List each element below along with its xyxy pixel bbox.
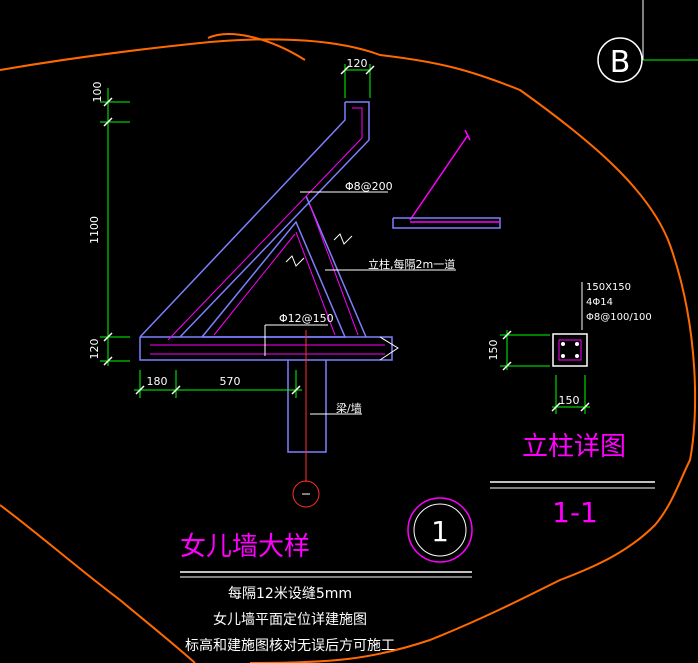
- note-line-1: 每隔12米设缝5mm: [228, 586, 352, 602]
- dim-top-width: 120: [347, 57, 368, 70]
- parapet-outline: [139, 101, 393, 453]
- revision-cloud-lower: [0, 504, 196, 663]
- detail-number: 1: [431, 515, 449, 548]
- post-note-label: 立柱,每隔2m一道: [368, 257, 455, 271]
- detail-number-circle-inner: [413, 503, 467, 557]
- note-line-2: 女儿墙平面定位详建施图: [213, 611, 367, 628]
- column-section: [552, 333, 588, 367]
- dimension-ticks: [103, 65, 590, 412]
- slab-break-mark: [379, 336, 399, 361]
- dim-column-width: 150: [559, 394, 580, 407]
- column-stirrup-label: Φ8@100/100: [586, 312, 652, 323]
- rebar-top-label: Φ8@200: [345, 180, 393, 193]
- break-marks: [285, 233, 353, 267]
- rebar-slab-label: Φ12@150: [279, 312, 334, 325]
- beam-wall-label: 梁/墙: [336, 401, 362, 415]
- dim-left-top: 100: [91, 82, 104, 103]
- grid-bubble-circle: [597, 37, 643, 83]
- section-label: 1-1: [552, 496, 598, 529]
- note-line-3: 标高和建施图核对无误后方可施工: [185, 637, 395, 654]
- revision-cloud: [0, 38, 697, 663]
- grid-bubble-label: B: [610, 45, 631, 80]
- column-detail-title: 立柱详图: [522, 432, 626, 462]
- column-size-label: 150X150: [586, 282, 631, 293]
- leader-lines: [264, 191, 583, 415]
- dim-left-bottom: 120: [88, 339, 101, 360]
- revision-cloud-hook: [207, 33, 306, 61]
- column-centerline-bubble: [292, 480, 320, 508]
- dim-bottom-left: 180: [147, 375, 168, 388]
- dim-left-height: 1100: [88, 216, 101, 244]
- dim-bottom-mid: 570: [220, 375, 241, 388]
- small-detail: [392, 129, 501, 229]
- detail-number-circle: [407, 497, 473, 563]
- rebar-lines: [150, 107, 385, 355]
- parapet-detail-title: 女儿墙大样: [180, 532, 310, 562]
- dim-column-height: 150: [487, 340, 500, 361]
- column-bars-label: 4Φ14: [586, 297, 613, 308]
